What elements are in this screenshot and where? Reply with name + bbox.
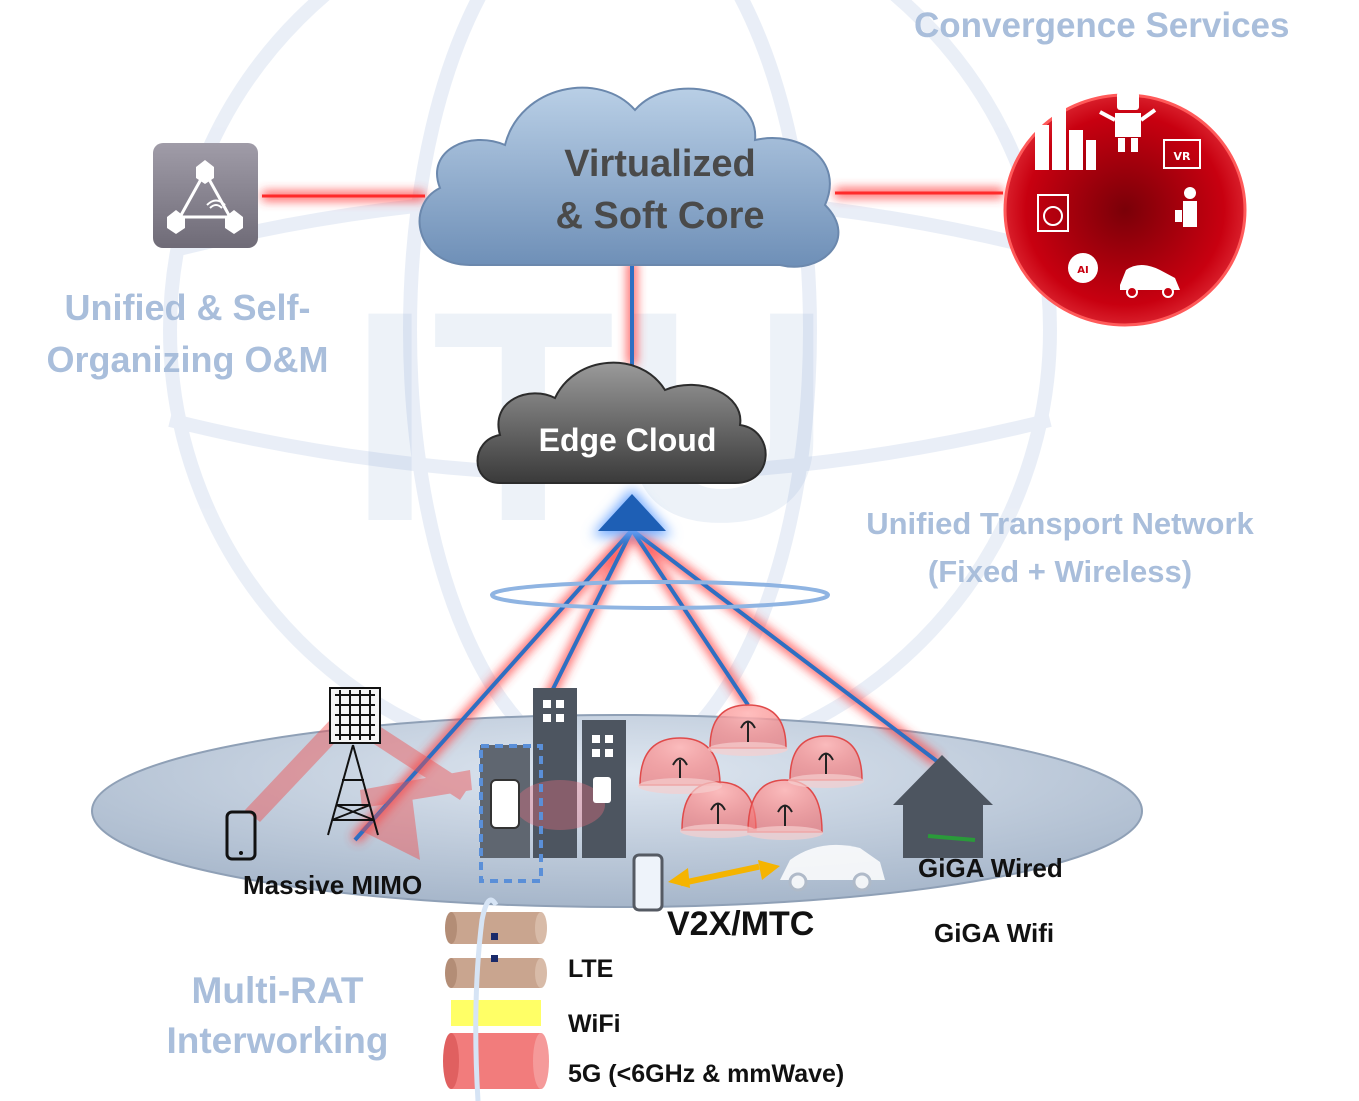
car-icon — [780, 844, 885, 892]
hotspot-antennas — [672, 720, 834, 826]
convergence-services-label: Convergence Services — [914, 6, 1290, 45]
om-label: Unified & Self- Organizing O&M — [10, 282, 365, 386]
core-label-line2: & Soft Core — [555, 195, 765, 237]
house-icon — [893, 755, 993, 858]
om-label-line1: Unified & Self- — [64, 287, 311, 328]
massive-mimo-label: Massive MIMO — [243, 870, 423, 900]
antenna-tower-icon — [327, 687, 381, 836]
multi-rat-label: Multi-RAT Interworking — [140, 966, 415, 1066]
vr-tv-icon: VR — [1163, 139, 1201, 169]
wifi-cylinder — [451, 1000, 541, 1026]
phone-in-building-icon — [490, 779, 520, 829]
robot-icon — [1099, 92, 1157, 152]
wifi-ap-icon — [593, 777, 611, 803]
rat-markers — [491, 933, 498, 962]
multi-rat-label-line2: Interworking — [166, 1020, 389, 1061]
om-label-line2: Organizing O&M — [46, 339, 329, 380]
edge-cloud-icon — [476, 361, 767, 484]
ai-head-icon: AI — [1068, 253, 1098, 283]
v2x-label: V2X/MTC — [667, 905, 815, 943]
fiveg-cylinder — [443, 1033, 549, 1089]
services-circle-icon: VR AI — [1003, 92, 1247, 327]
vr-label: VR — [1174, 150, 1192, 163]
core-label-line1: Virtualized — [564, 143, 756, 185]
rat-interworking-curve — [473, 897, 499, 1101]
cloud-core-icon — [418, 86, 840, 268]
lte-label: LTE — [568, 955, 614, 983]
car-service-icon — [1120, 265, 1180, 298]
hotspot-bases — [638, 742, 864, 840]
multi-rat-label-line1: Multi-RAT — [191, 970, 364, 1011]
link-lines-core — [262, 191, 1003, 198]
transport-label-line2: (Fixed + Wireless) — [927, 554, 1193, 589]
transport-label-line1: Unified Transport Network — [866, 506, 1254, 541]
building-icon — [479, 688, 626, 883]
wifi-label: WiFi — [568, 1010, 621, 1038]
city-icon — [1035, 105, 1096, 170]
fiveg-label: 5G (<6GHz & mmWave) — [568, 1060, 845, 1088]
lte-cylinder — [445, 958, 547, 988]
v2x-phone-icon — [632, 853, 664, 912]
mimo-beams — [245, 720, 472, 860]
core-label: Virtualized & Soft Core — [480, 138, 840, 242]
giga-wifi-label: GiGA Wifi — [934, 918, 1055, 948]
transport-label: Unified Transport Network (Fixed + Wirel… — [825, 500, 1295, 596]
transport-ring — [490, 580, 830, 610]
aggregation-triangle-icon — [598, 494, 666, 531]
edge-cloud-label: Edge Cloud — [538, 422, 717, 458]
om-triangle-icon — [153, 143, 258, 248]
smartphone-icon — [225, 810, 257, 861]
giga-wired-label: GiGA Wired — [918, 853, 1063, 883]
washing-machine-icon — [1037, 194, 1069, 232]
v2x-arrow-icon — [668, 860, 780, 888]
person-phone-icon — [1175, 187, 1197, 227]
ai-label: AI — [1077, 265, 1088, 276]
